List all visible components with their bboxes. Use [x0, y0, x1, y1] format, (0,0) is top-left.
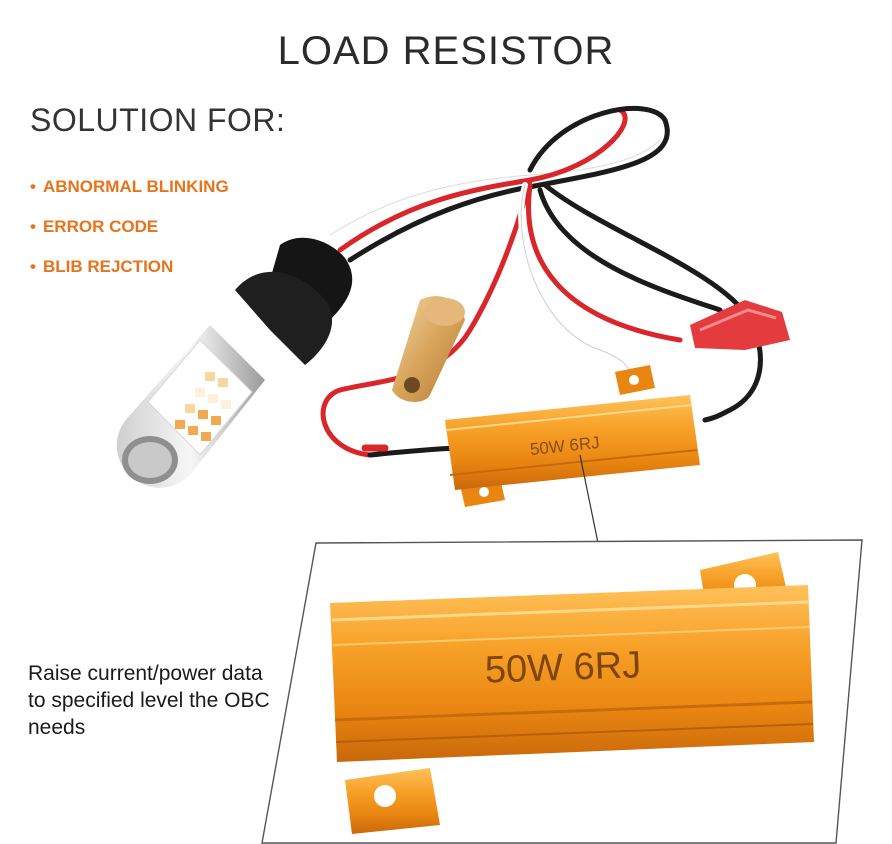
load-resistor-large: 50W 6RJ: [330, 552, 814, 834]
bulb-socket-icon: [392, 296, 465, 402]
load-resistor-small: 50W 6RJ: [445, 365, 700, 507]
description-text: Raise current/power data to specified le…: [28, 662, 270, 739]
callout-line: [579, 454, 599, 544]
bullet-list: •ABNORMAL BLINKING •ERROR CODE •BLIB REJ…: [30, 176, 229, 296]
bullet-item: •BLIB REJCTION: [30, 257, 174, 276]
page-title: LOAD RESISTOR: [277, 28, 615, 73]
bullet-dot-icon: •: [30, 177, 36, 196]
wire-harness: [320, 105, 763, 458]
bullet-dot-icon: •: [30, 217, 36, 236]
solution-heading: SOLUTION FOR:: [30, 102, 286, 138]
led-chip-grid: [175, 372, 231, 441]
led-bulb-icon: [116, 237, 353, 488]
bullet-item: •ABNORMAL BLINKING: [30, 177, 229, 196]
spade-connector-icon: [690, 300, 790, 350]
resistor-marking-large: 50W 6RJ: [484, 644, 642, 691]
bullet-dot-icon: •: [30, 257, 36, 276]
bullet-item: •ERROR CODE: [30, 217, 159, 236]
